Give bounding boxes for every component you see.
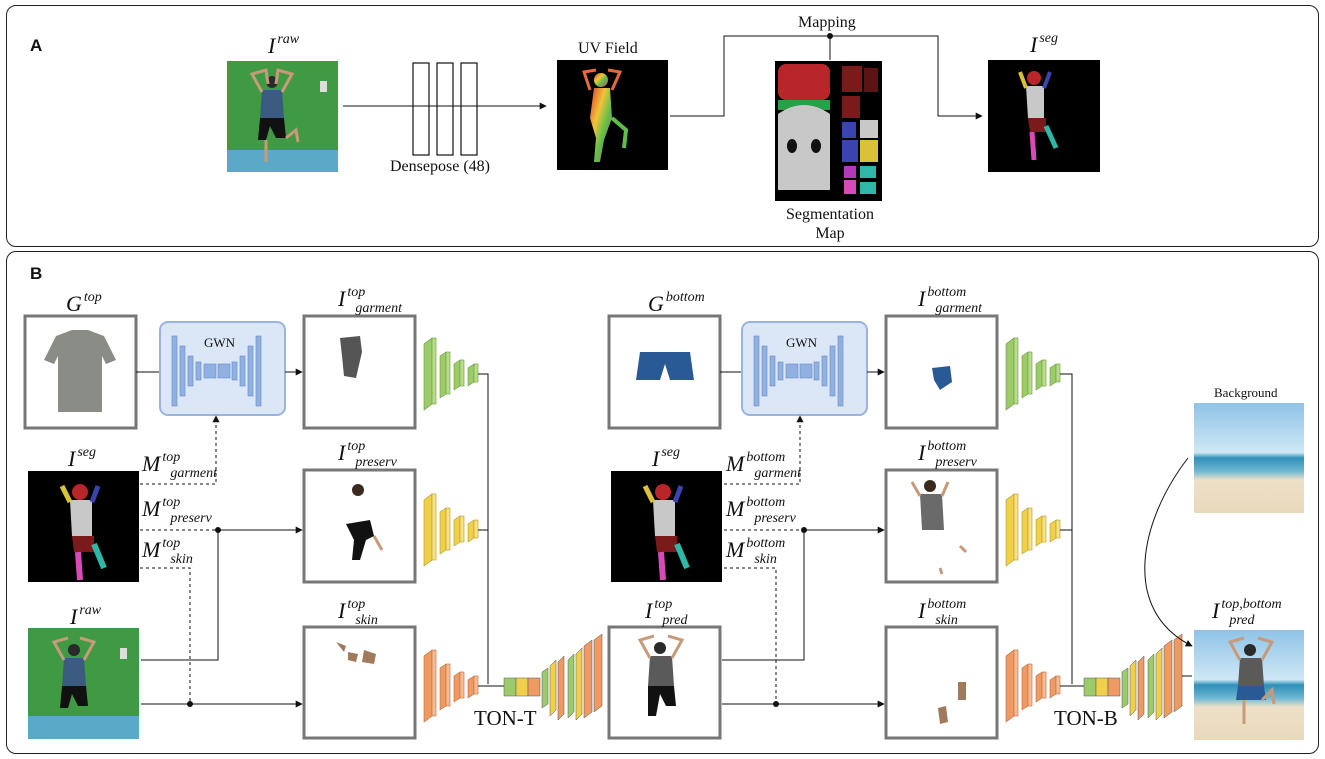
top-skin-box bbox=[302, 625, 417, 740]
seg-image-b-bottom bbox=[611, 471, 722, 582]
raw-image-b bbox=[28, 628, 139, 739]
mask-garment-bottom-line bbox=[724, 415, 804, 485]
seg-image-b-top bbox=[28, 471, 139, 582]
gwn-bottom-label: GWN bbox=[786, 335, 818, 350]
raw-image-a bbox=[227, 61, 338, 172]
encoder-preserv-top bbox=[423, 493, 479, 567]
ton-b-decoder bbox=[1083, 633, 1183, 721]
mapping-path bbox=[670, 35, 939, 117]
arrow-background-to-final bbox=[1144, 457, 1193, 647]
segmentation-map-image bbox=[775, 61, 882, 201]
segmentation-map-label: Segmentation Map bbox=[786, 206, 874, 242]
encoder-preserv-bottom bbox=[1005, 493, 1061, 567]
encoder-skin-top bbox=[423, 649, 479, 723]
junction-skin-bottom bbox=[773, 701, 779, 707]
bottom-skin-box bbox=[884, 625, 999, 740]
seg-image-a bbox=[988, 60, 1100, 172]
junction-skin-top bbox=[187, 701, 193, 707]
top-warped-garment-box bbox=[302, 314, 417, 430]
mapping-label: Mapping bbox=[798, 14, 856, 31]
uv-field-image bbox=[557, 60, 668, 170]
concat-lines-top bbox=[478, 373, 504, 687]
encoder-garment-bottom bbox=[1005, 337, 1061, 411]
raw-to-preserv-line bbox=[141, 530, 219, 661]
panel-b-label: B bbox=[30, 264, 43, 283]
top-prediction-box bbox=[607, 625, 722, 740]
encoder-garment-top bbox=[423, 337, 479, 411]
gwn-top-label: GWN bbox=[204, 335, 236, 350]
bottom-garment-box bbox=[607, 314, 722, 430]
panel-a-label: A bbox=[30, 36, 43, 55]
gwn-top bbox=[159, 321, 286, 416]
mapping-junction bbox=[827, 33, 833, 39]
bottom-preserved-box bbox=[884, 468, 999, 584]
densepose-network bbox=[412, 62, 478, 156]
final-prediction-image bbox=[1194, 630, 1304, 740]
uv-field-label: UV Field bbox=[578, 40, 638, 57]
densepose-label: Densepose (48) bbox=[390, 158, 490, 175]
mask-skin-top-line bbox=[140, 567, 191, 704]
panel-a bbox=[6, 5, 1319, 247]
bottom-warped-garment-box bbox=[884, 314, 999, 430]
panel-b bbox=[6, 251, 1319, 754]
background-label: Background bbox=[1214, 385, 1278, 400]
pred-to-preserv-line bbox=[722, 530, 805, 661]
ton-t-label: TON-T bbox=[474, 706, 537, 730]
mask-garment-top-line bbox=[140, 415, 220, 485]
top-garment-box bbox=[23, 314, 138, 430]
encoder-skin-bottom bbox=[1005, 649, 1061, 723]
gwn-bottom bbox=[741, 321, 868, 416]
top-preserved-box bbox=[302, 468, 417, 584]
concat-lines-bottom bbox=[1060, 373, 1084, 687]
ton-t-decoder bbox=[503, 633, 603, 721]
ton-b-label: TON-B bbox=[1054, 706, 1118, 730]
background-image bbox=[1194, 403, 1304, 513]
